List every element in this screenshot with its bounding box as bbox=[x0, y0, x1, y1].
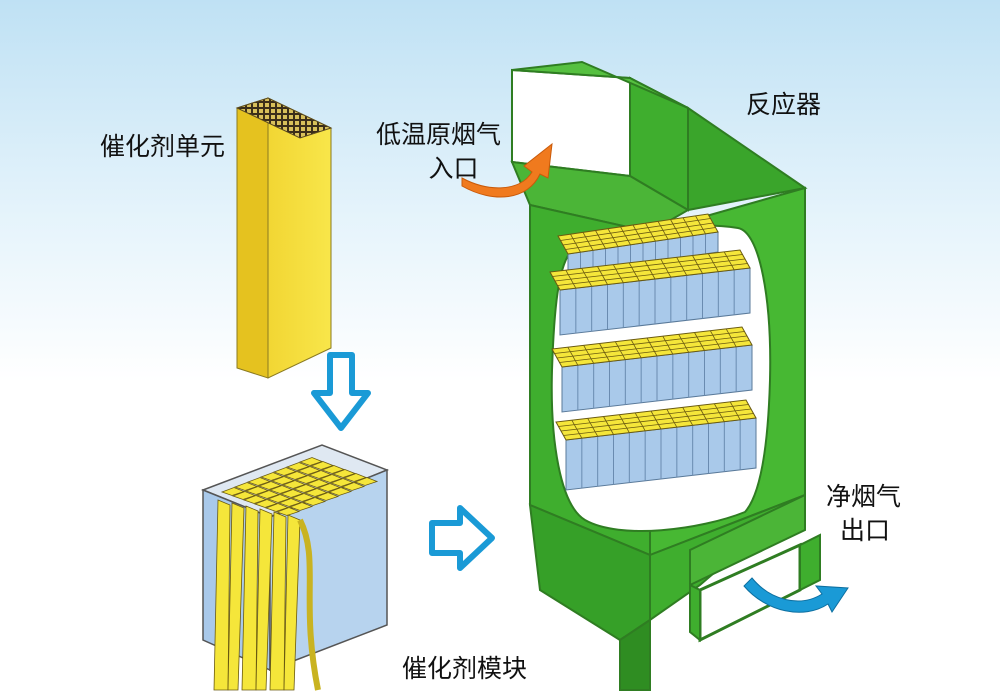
catalyst-unit bbox=[235, 97, 333, 379]
reactor-catalyst-layer bbox=[551, 326, 753, 413]
right-arrow-icon bbox=[429, 505, 495, 571]
down-arrow-icon bbox=[311, 352, 371, 431]
reactor-catalyst-layer bbox=[549, 249, 751, 336]
module-exposed-strips bbox=[213, 499, 301, 691]
catalyst-module bbox=[200, 444, 390, 691]
outlet-label-line2: 出口 bbox=[840, 516, 891, 545]
outlet-label: 净烟气 出口 bbox=[826, 480, 901, 548]
reactor-catalyst-layer bbox=[557, 213, 719, 275]
inlet-label-line1: 低温原烟气 bbox=[376, 120, 502, 149]
reactor-label: 反应器 bbox=[746, 90, 822, 119]
catalyst-unit-label: 催化剂单元 bbox=[100, 132, 226, 161]
inlet-label: 低温原烟气 入口 bbox=[376, 118, 501, 186]
inlet-label-line2: 入口 bbox=[428, 154, 479, 183]
outlet-flow-arrow-icon bbox=[743, 577, 849, 613]
catalyst-module-label: 催化剂模块 bbox=[402, 654, 528, 683]
inlet-flow-arrow-icon bbox=[461, 142, 553, 198]
reactor bbox=[510, 60, 821, 691]
module-top-grid bbox=[220, 457, 379, 516]
outlet-label-line1: 净烟气 bbox=[826, 482, 902, 511]
reactor-catalyst-layer bbox=[555, 399, 757, 491]
